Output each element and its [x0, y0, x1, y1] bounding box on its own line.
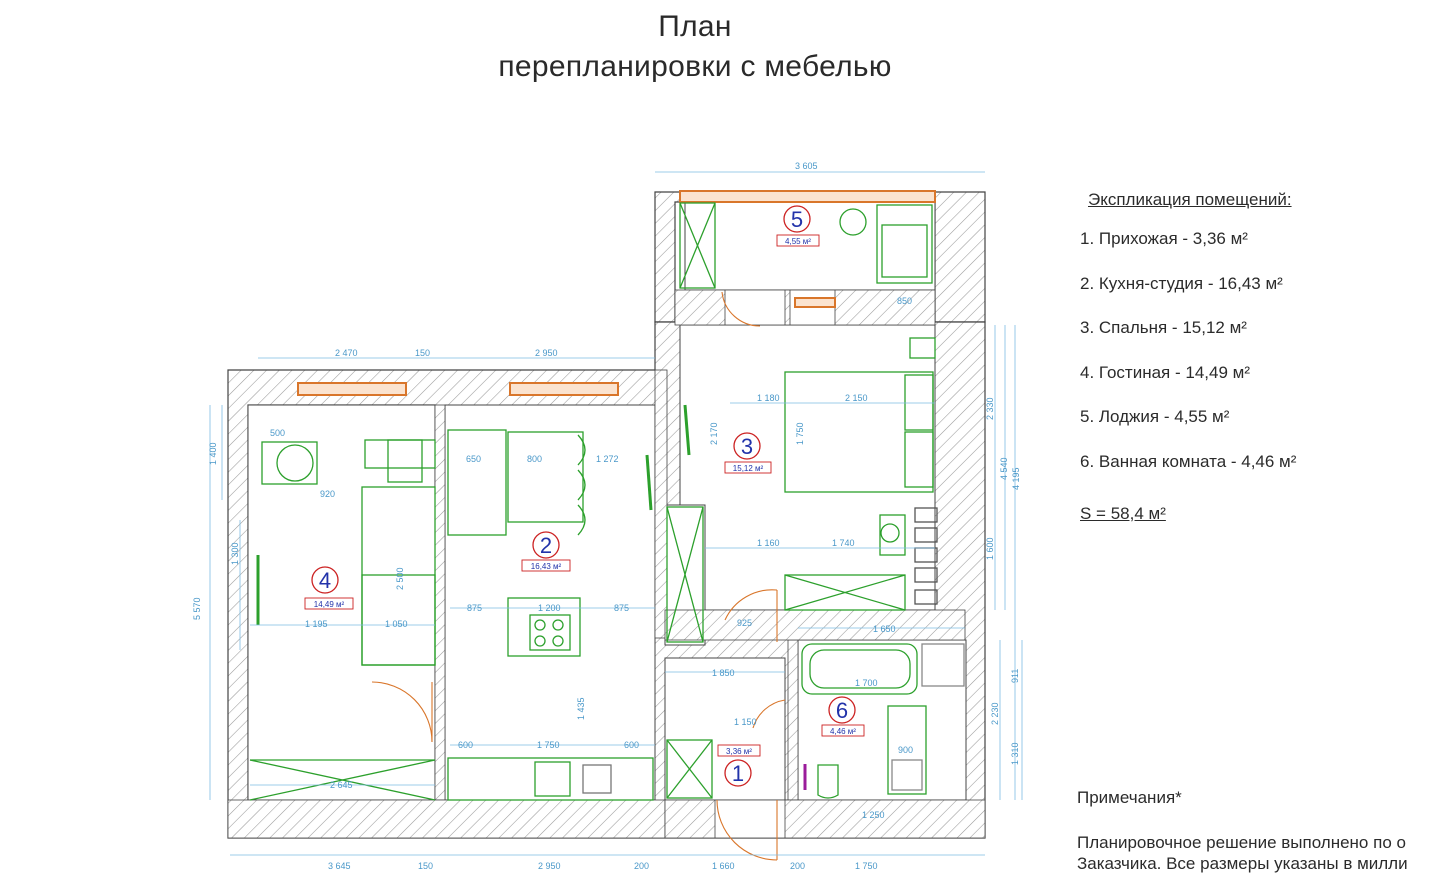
room-area-4: 14,49 м²: [314, 600, 345, 609]
explication-item-5: 5. Лоджия - 4,55 м²: [1080, 407, 1230, 427]
room-number-3: 3: [741, 434, 753, 459]
dim-bottom-4: 200: [634, 861, 649, 871]
dim-bottom-2: 150: [418, 861, 433, 871]
notes-line-1: Планировочное решение выполнено по о: [1077, 833, 1406, 852]
dim-bedroom-1750: 1 750: [795, 422, 805, 445]
dim-bath-1700: 1 700: [855, 678, 878, 688]
dim-bottom-1: 3 645: [328, 861, 351, 871]
room-number-1: 1: [732, 761, 744, 786]
room-area-3: 15,12 м²: [733, 464, 764, 473]
dim-living-500: 500: [270, 428, 285, 438]
dim-bottom-7: 1 750: [855, 861, 878, 871]
walls: [227, 191, 986, 839]
dim-right-7: 911: [1010, 669, 1020, 683]
total-area: S = 58,4 м²: [1080, 503, 1166, 523]
room-marker-1: 3,36 м² 1: [717, 744, 761, 787]
dim-top-left-a: 2 470: [335, 348, 358, 358]
dim-living-2500: 2 500: [395, 567, 405, 590]
dim-kitchen-1200: 1 200: [538, 603, 561, 613]
dim-right-2: 4 540: [999, 457, 1009, 480]
dim-kitchen-600a: 600: [458, 740, 473, 750]
dim-bedroom-2150: 2 150: [845, 393, 868, 403]
dim-bottom-6: 200: [790, 861, 805, 871]
dim-bottom-3: 2 950: [538, 861, 561, 871]
room-area-2: 16,43 м²: [531, 562, 562, 571]
floor-plan: 3 605 2 470 150 2 950 5 570 1 400 1 300 …: [192, 161, 1023, 871]
explication-item-4: 4. Гостиная - 14,49 м²: [1080, 362, 1250, 382]
explication-item-6: 6. Ванная комната - 4,46 м²: [1080, 451, 1297, 471]
windows: [297, 190, 936, 396]
dim-living-1050: 1 050: [385, 619, 408, 629]
room-number-2: 2: [540, 533, 552, 558]
room-area-5: 4,55 м²: [785, 237, 811, 246]
dim-bath-1250: 1 250: [862, 810, 885, 820]
dim-kitchen-875b: 875: [614, 603, 629, 613]
dim-kitchen-1750: 1 750: [537, 740, 560, 750]
dim-bedroom-1180: 1 180: [757, 393, 780, 403]
dim-right-3: 4 195: [1011, 467, 1021, 490]
dimension-lines: [209, 171, 1023, 856]
room-explication: Экспликация помещений: 1. Прихожая - 3,3…: [1080, 190, 1450, 524]
dim-hall-1850: 1 850: [712, 668, 735, 678]
plan-title: План: [658, 10, 732, 43]
dim-bath-1650: 1 650: [873, 624, 896, 634]
room-marker-5: 5 4,55 м²: [776, 205, 820, 247]
dim-bedroom-2170: 2 170: [709, 422, 719, 445]
dim-kitchen-650: 650: [466, 454, 481, 464]
doors: [371, 291, 786, 861]
dim-left-1: 1 400: [208, 442, 218, 465]
plan-subtitle: перепланировки с мебелью: [498, 50, 892, 83]
room-number-4: 4: [319, 568, 331, 593]
room-number-5: 5: [791, 207, 803, 232]
dim-right-6: 1 310: [1010, 742, 1020, 765]
room-marker-6: 6 4,46 м²: [821, 696, 865, 737]
room-marker-3: 3 15,12 м²: [724, 432, 772, 474]
room-number-6: 6: [836, 698, 848, 723]
dim-top-left-b: 150: [415, 348, 430, 358]
explication-item-2: 2. Кухня-студия - 16,43 м²: [1080, 273, 1283, 293]
room-area-6: 4,46 м²: [830, 727, 856, 736]
dim-right-5: 2 230: [990, 702, 1000, 725]
dim-left-2: 1 300: [230, 542, 240, 565]
notes-line-2: Заказчика. Все размеры указаны в милли: [1077, 854, 1408, 873]
dim-right-1: 2 330: [985, 397, 995, 420]
dim-living-2645: 2 645: [330, 780, 353, 790]
dim-hall-925: 925: [737, 618, 752, 628]
dim-hall-1150: 1 150: [734, 717, 757, 727]
explication-item-3: 3. Спальня - 15,12 м²: [1080, 318, 1247, 338]
dim-top-mid: 2 950: [535, 348, 558, 358]
dim-kitchen-800: 800: [527, 454, 542, 464]
dim-bedroom-1740: 1 740: [832, 538, 855, 548]
dim-kitchen-1272: 1 272: [596, 454, 619, 464]
dim-bedroom-1160: 1 160: [757, 538, 780, 548]
room-area-1: 3,36 м²: [726, 747, 752, 756]
dim-living-920: 920: [320, 489, 335, 499]
furniture: [249, 202, 965, 801]
dim-kitchen-875a: 875: [467, 603, 482, 613]
explication-heading: Экспликация помещений:: [1088, 190, 1292, 209]
dim-bottom-5: 1 660: [712, 861, 735, 871]
dim-kitchen-1435: 1 435: [576, 697, 586, 720]
room-marker-2: 2 16,43 м²: [521, 531, 571, 572]
dim-bath-900: 900: [898, 745, 913, 755]
dim-left-total: 5 570: [192, 597, 202, 620]
dim-right-4: 1 600: [985, 537, 995, 560]
notes-text: Планировочное решение выполнено по о Зак…: [1077, 832, 1450, 874]
dim-loggia-width: 3 605: [795, 161, 818, 171]
dim-loggia-850: 850: [897, 296, 912, 306]
dim-kitchen-600b: 600: [624, 740, 639, 750]
notes-heading: Примечания*: [1077, 788, 1182, 807]
explication-item-1: 1. Прихожая - 3,36 м²: [1080, 229, 1248, 248]
room-marker-4: 4 14,49 м²: [304, 566, 354, 610]
dim-living-1195: 1 195: [305, 619, 328, 629]
